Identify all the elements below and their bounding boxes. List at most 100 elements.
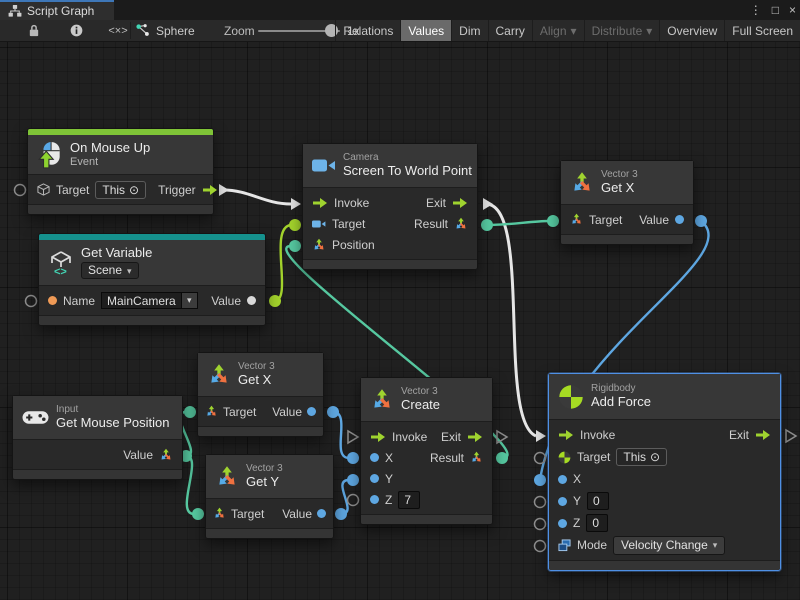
vector3-icon: [312, 238, 326, 252]
tab-title: Script Graph: [27, 4, 94, 18]
node-add-force[interactable]: Rigidbody Add Force Invoke Exit Target T…: [548, 373, 781, 571]
target-self-chip[interactable]: This ⊙: [616, 448, 667, 466]
node-header[interactable]: <> Get Variable Scene ▾: [39, 240, 265, 286]
window-maximize-icon[interactable]: □: [772, 0, 779, 20]
target-icon: ⊙: [129, 183, 139, 197]
node-header[interactable]: Vector 3 Get X: [561, 161, 693, 205]
window-close-icon[interactable]: ×: [789, 0, 796, 20]
node-title: Get Mouse Position: [56, 416, 169, 431]
node-on-mouse-up[interactable]: On Mouse Up Event Target This ⊙ Trigger: [27, 128, 214, 215]
target-icon: ⊙: [650, 450, 660, 464]
graph-canvas[interactable]: On Mouse Up Event Target This ⊙ Trigger: [0, 42, 800, 600]
z-value-field[interactable]: 7: [398, 491, 420, 509]
port-addforce-y[interactable]: [535, 497, 546, 508]
vector3-icon: [470, 451, 483, 464]
node-footer: [13, 470, 182, 479]
vector3-icon: [213, 507, 226, 520]
z-value-field[interactable]: 0: [586, 514, 608, 532]
port-addforce-invoke[interactable]: [536, 430, 546, 442]
port-create-z[interactable]: [348, 495, 359, 506]
port-getvariable-name[interactable]: [26, 296, 37, 307]
flow-arrow-icon: [755, 429, 771, 441]
port-addforce-mode[interactable]: [535, 541, 546, 552]
node-header[interactable]: On Mouse Up Event: [28, 135, 213, 175]
target-self-chip[interactable]: This ⊙: [95, 181, 146, 199]
node-header[interactable]: Input Get Mouse Position: [13, 396, 182, 440]
node-vector3-get-y[interactable]: Vector 3 Get Y Target Value: [205, 454, 334, 539]
window-menu-icon[interactable]: ⋮: [750, 0, 762, 20]
wire-gety-to-create-y[interactable]: [341, 480, 349, 514]
port-create-invoke[interactable]: [348, 431, 358, 443]
unity-variable-icon: <>: [48, 250, 74, 276]
node-title: Screen To World Point: [343, 164, 472, 179]
node-get-mouse-position[interactable]: Input Get Mouse Position Value: [12, 395, 183, 480]
node-header[interactable]: Vector 3 Create: [361, 378, 492, 422]
variable-name-dropdown[interactable]: MainCamera ▾: [101, 292, 198, 309]
node-footer: [28, 205, 213, 214]
node-header[interactable]: Rigidbody Add Force: [549, 374, 780, 420]
node-title: Create: [401, 398, 440, 413]
current-graph[interactable]: Sphere: [136, 20, 195, 41]
vector3-icon: [570, 213, 583, 226]
camera-icon: [312, 157, 336, 174]
carry-button[interactable]: Carry: [488, 20, 532, 41]
node-vector3-get-x-mid[interactable]: Vector 3 Get X Target Value: [197, 352, 324, 437]
node-title: Get Variable: [81, 246, 152, 261]
wire-camera-exit-to-addforce-invoke[interactable]: [487, 204, 536, 436]
wire-camera-result-to-getx-target[interactable]: [487, 221, 549, 225]
variable-scope-dropdown[interactable]: Scene ▾: [81, 262, 139, 279]
mode-label: Mode: [577, 538, 607, 552]
dim-button[interactable]: Dim: [451, 20, 487, 41]
overview-button[interactable]: Overview: [659, 20, 724, 41]
chevron-down-icon: ▾: [646, 24, 652, 38]
info-icon[interactable]: [66, 20, 86, 41]
wire-variable-to-camera-target[interactable]: [275, 225, 291, 301]
port-onmouseup-target[interactable]: [15, 185, 26, 196]
vector3-icon: [159, 448, 173, 462]
toolbar-buttons: Relations Values Dim Carry Align▾ Distri…: [335, 20, 800, 41]
wire-getx-to-create-x[interactable]: [333, 412, 349, 458]
node-header[interactable]: Camera Screen To World Point: [303, 144, 477, 188]
lock-icon[interactable]: [24, 20, 44, 41]
chevron-down-icon: ▾: [571, 24, 577, 38]
zoom-slider[interactable]: [258, 20, 340, 41]
port-camera-invoke[interactable]: [291, 198, 301, 210]
wire-mouseposition-to-gety-target[interactable]: [186, 456, 194, 514]
object-port-dot: [48, 296, 57, 305]
port-addforce-z[interactable]: [535, 519, 546, 530]
values-button[interactable]: Values: [400, 20, 451, 41]
float-port-dot: [370, 453, 379, 462]
node-header[interactable]: Vector 3 Get Y: [206, 455, 333, 499]
node-header[interactable]: Vector 3 Get X: [198, 353, 323, 397]
align-dropdown[interactable]: Align▾: [532, 20, 584, 41]
z-label: Z: [385, 493, 392, 507]
node-screen-to-world-point[interactable]: Camera Screen To World Point Invoke Exit…: [302, 143, 478, 270]
graph-name-label: Sphere: [156, 24, 195, 38]
target-label: Target: [223, 405, 256, 419]
camera-icon: [312, 219, 326, 229]
mode-dropdown[interactable]: Velocity Change ▾: [613, 536, 725, 555]
edit-graph-icon[interactable]: <×>: [104, 20, 132, 41]
node-title: Get X: [601, 181, 638, 196]
node-get-variable[interactable]: <> Get Variable Scene ▾ Name MainCamera: [38, 233, 266, 326]
relations-button[interactable]: Relations: [335, 20, 400, 41]
mouse-up-icon: [37, 141, 63, 169]
fullscreen-button[interactable]: Full Screen: [724, 20, 800, 41]
exit-label: Exit: [426, 196, 446, 210]
float-port-dot: [558, 475, 567, 484]
node-vector3-get-x-right[interactable]: Vector 3 Get X Target Value: [560, 160, 694, 245]
port-addforce-exit[interactable]: [786, 430, 796, 442]
value-port-dot: [247, 296, 256, 305]
tab-script-graph[interactable]: Script Graph: [0, 0, 114, 20]
target-label: Target: [231, 507, 264, 521]
exit-label: Exit: [441, 430, 461, 444]
wire-trigger-to-camera-invoke[interactable]: [223, 190, 291, 204]
flow-arrow-icon: [370, 431, 386, 443]
node-footer: [361, 515, 492, 524]
value-label: Value: [123, 448, 153, 462]
distribute-dropdown[interactable]: Distribute▾: [584, 20, 660, 41]
node-vector3-create[interactable]: Vector 3 Create Invoke Exit X Result: [360, 377, 493, 525]
y-value-field[interactable]: 0: [587, 492, 609, 510]
float-port-dot: [370, 495, 379, 504]
vector3-icon: [370, 388, 394, 412]
